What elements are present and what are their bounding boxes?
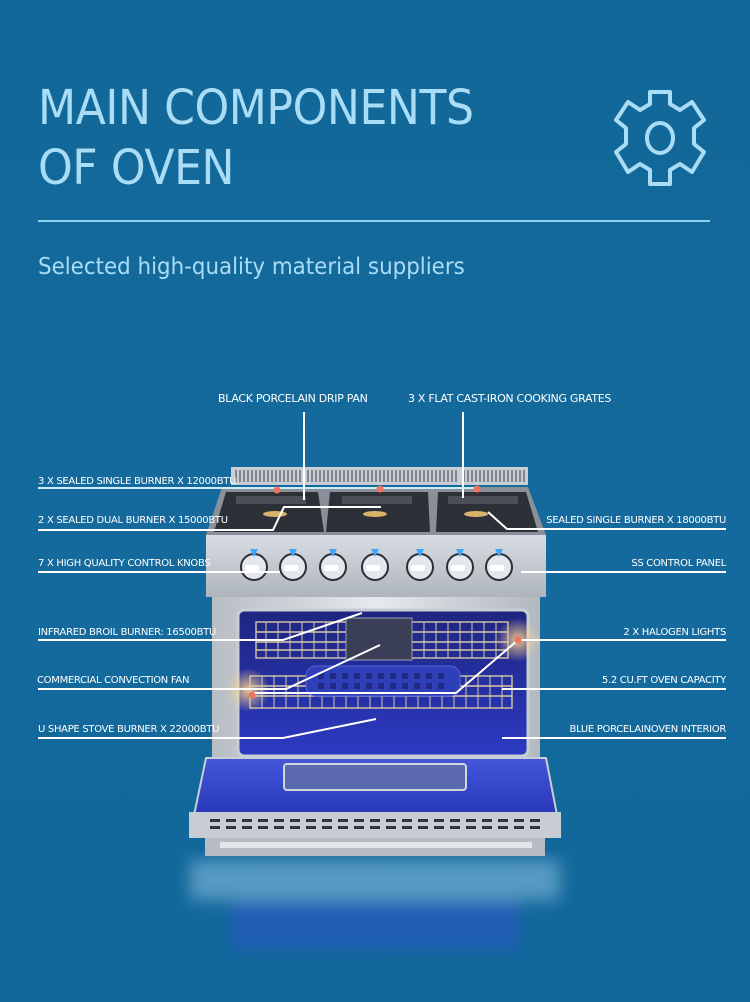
gear-icon [614,90,706,186]
callout-single-burner-18000: SEALED SINGLE BURNER X 18000BTU [546,515,726,526]
callout-single-burner-12000: 3 X SEALED SINGLE BURNER X 12000BTU [38,476,237,487]
callout-halogen-lights: 2 X HALOGEN LIGHTS [623,627,726,638]
callout-control-panel: SS CONTROL PANEL [631,558,726,569]
callout-dual-burner-15000: 2 X SEALED DUAL BURNER X 15000BTU [38,515,228,526]
callout-oven-capacity: 5.2 CU.FT OVEN CAPACITY [601,675,726,686]
callout-drip-pan: BLACK PORCELAIN DRIP PAN [218,392,368,405]
divider-rule [38,220,710,222]
callout-infrared-broil: INFRARED BROIL BURNER: 16500BTU [38,627,217,638]
callout-cooking-grates: 3 X FLAT CAST-IRON COOKING GRATES [408,392,612,405]
title-line-2: OF OVEN [38,140,235,196]
subtitle: Selected high-quality material suppliers [38,254,465,280]
callout-convection-fan: COMMERCIAL CONVECTION FAN [37,675,190,686]
knob [240,549,268,581]
title-line-1: MAIN COMPONENTS [38,80,474,136]
callout-porcelain-interior: BLUE PORCELAINOVEN INTERIOR [569,724,727,735]
callout-control-knobs: 7 X HIGH QUALITY CONTROL KNOBS [38,558,211,569]
page-title: MAIN COMPONENTS OF OVEN [38,78,474,198]
callout-u-shape-burner: U SHAPE STOVE BURNER X 22000BTU [38,724,220,735]
